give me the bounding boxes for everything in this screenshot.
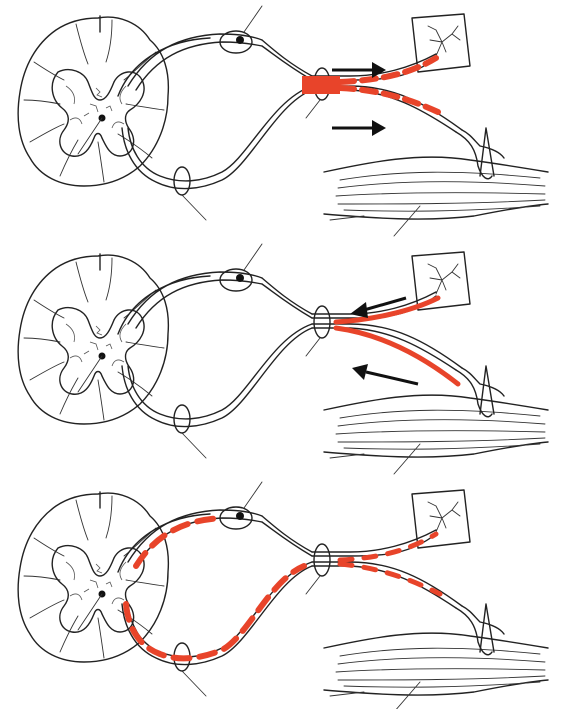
panel-2: [18, 244, 548, 474]
arrow-inward-bottom: [352, 364, 418, 384]
nerve-block-highlight: [302, 76, 340, 94]
dorsal-root-highlight: [136, 518, 222, 566]
panel-1: [18, 6, 548, 236]
arrow-outward-bottom: [332, 120, 386, 136]
motor-fiber-highlight: [336, 328, 458, 384]
ventral-root-highlight: [126, 566, 304, 658]
panel-3: [18, 482, 548, 709]
